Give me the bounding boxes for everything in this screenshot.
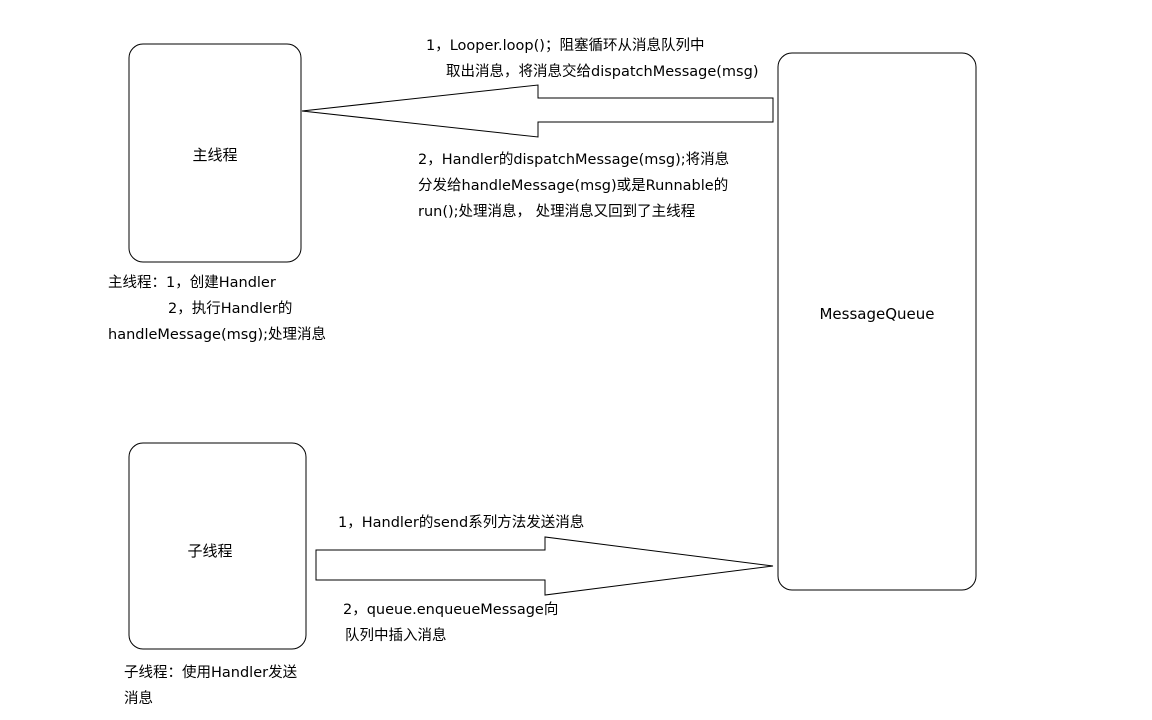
message-queue-box xyxy=(777,52,977,591)
arrow-queue-to-main xyxy=(301,84,774,138)
main-thread-label: 主线程 xyxy=(192,146,237,164)
sub-thread-box xyxy=(128,442,307,650)
edge-queue-to-main-line4: 分发给handleMessage(msg)或是Runnable的 xyxy=(418,178,729,194)
edge-sub-to-queue-line1: 1，Handler的send系列方法发送消息 xyxy=(338,515,585,531)
message-queue-label: MessageQueue xyxy=(819,305,934,323)
edge-sub-to-queue-line2: 2，queue.enqueueMessage向 xyxy=(343,602,559,618)
main-thread-note-line1: 主线程：1，创建Handler xyxy=(108,275,276,291)
sub-thread-note-line1: 子线程：使用Handler发送 xyxy=(124,665,298,681)
edge-queue-to-main-line5: run();处理消息， 处理消息又回到了主线程 xyxy=(418,204,696,220)
edge-queue-to-main-line1: 1，Looper.loop()；阻塞循环从消息队列中 xyxy=(426,38,705,54)
edge-sub-to-queue-line3: 队列中插入消息 xyxy=(345,628,447,644)
main-thread-note-line2: 2，执行Handler的 xyxy=(168,301,293,317)
edge-queue-to-main-line2: 取出消息，将消息交给dispatchMessage(msg) xyxy=(446,64,759,80)
sub-thread-note-line2: 消息 xyxy=(124,691,153,707)
main-thread-note-line3: handleMessage(msg);处理消息 xyxy=(108,327,327,343)
arrow-sub-to-queue xyxy=(315,536,774,596)
edge-queue-to-main-line3: 2，Handler的dispatchMessage(msg);将消息 xyxy=(418,152,730,168)
main-thread-box xyxy=(128,43,302,263)
sub-thread-label: 子线程 xyxy=(187,542,232,560)
